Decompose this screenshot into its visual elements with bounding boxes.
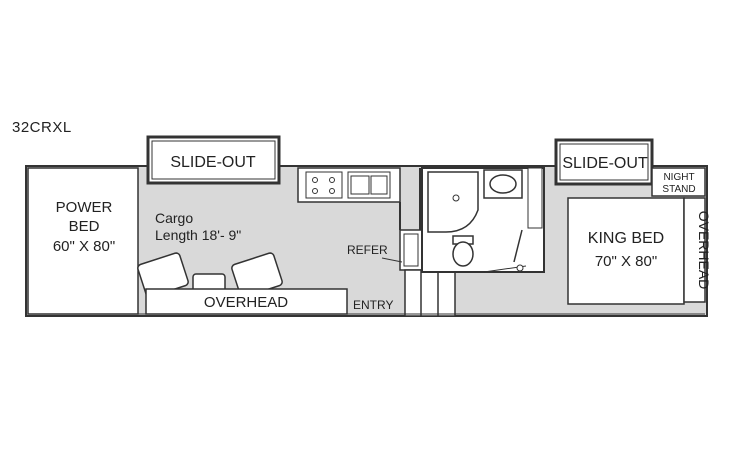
overhead-rear-box: [683, 197, 706, 303]
night-stand-label-2: STAND: [662, 184, 695, 195]
overhead-rear-label: OVERHEAD: [696, 211, 712, 290]
kitchen-sink-icon: [347, 171, 391, 199]
bathroom-sink-icon: [483, 169, 523, 199]
shower-icon: [427, 171, 479, 233]
refer-label: REFER: [347, 243, 388, 257]
overhead-front-label: OVERHEAD: [204, 294, 288, 311]
night-stand-label-1: NIGHT: [663, 172, 694, 183]
stove-icon: [305, 171, 343, 199]
cargo-length: Length 18'- 9": [155, 227, 241, 243]
entry-steps: [404, 269, 456, 317]
power-bed-label-2: BED: [69, 218, 100, 235]
power-bed-size: 60" X 80": [53, 238, 115, 255]
king-bed: [567, 197, 685, 305]
slide-out-left-label: SLIDE-OUT: [170, 154, 256, 171]
power-bed: [27, 167, 139, 315]
night-stand: [651, 167, 706, 197]
slide-out-right-label: SLIDE-OUT: [562, 155, 648, 172]
bathroom-door: [483, 229, 527, 273]
model-name: 32CRXL: [12, 119, 72, 136]
toilet-icon: [452, 235, 474, 267]
entry-label: ENTRY: [353, 298, 393, 312]
closet: [527, 167, 543, 229]
king-bed-size: 70" X 80": [595, 253, 657, 270]
king-bed-label: KING BED: [588, 230, 664, 247]
cargo-label: Cargo: [155, 210, 193, 226]
power-bed-label-1: POWER: [56, 199, 113, 216]
